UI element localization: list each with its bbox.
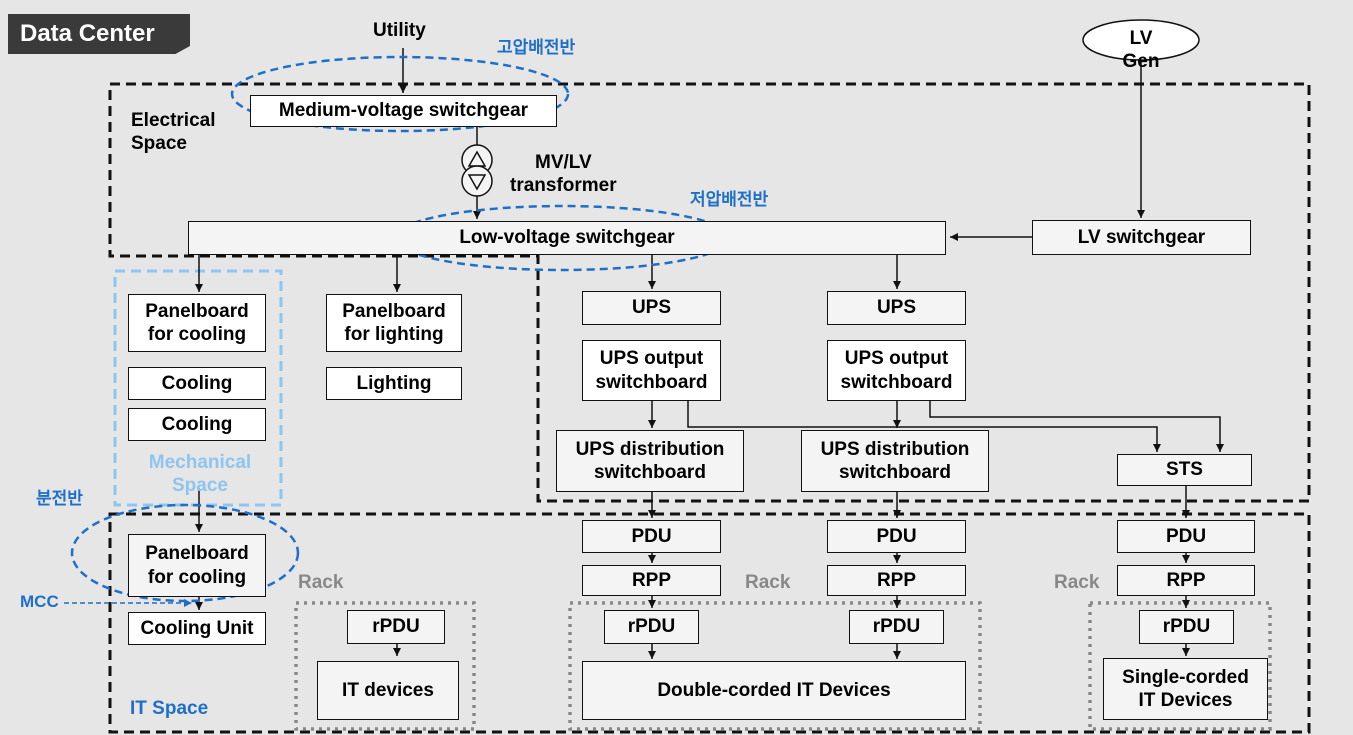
it-space-label: IT Space [130, 698, 209, 719]
panelboard-lighting-box: Panelboard for lighting [326, 294, 462, 352]
title-tab: Data Center [8, 14, 190, 54]
rpdu-box-1: rPDU [347, 610, 445, 644]
ups-box-2: UPS [827, 291, 966, 325]
rack-label-2: Rack [745, 572, 791, 593]
rack-label-1: Rack [298, 572, 344, 593]
ups-output-box-2: UPS output switchboard [827, 340, 966, 401]
sts-box: STS [1117, 454, 1252, 486]
ups-distribution-box-1: UPS distribution switchboard [556, 430, 744, 492]
panelboard-cooling-mcc-box: Panelboard for cooling [128, 534, 266, 597]
lighting-box: Lighting [326, 367, 462, 400]
electrical-space-boundary [108, 82, 1311, 503]
rpdu-box-2a: rPDU [604, 610, 699, 644]
rack-boundary-3 [1088, 601, 1272, 731]
it-devices-box: IT devices [317, 661, 459, 720]
electrical-space-label: Electrical Space [131, 110, 216, 154]
mv-switchgear-box: Medium-voltage switchgear [250, 95, 557, 127]
mcc-label: MCC [20, 592, 59, 611]
dist-board-kr-label: 분전반 [36, 489, 83, 508]
ups-distribution-box-2: UPS distribution switchboard [801, 430, 989, 492]
single-corded-box: Single-corded IT Devices [1103, 658, 1268, 720]
lv-switchgear-main-box: Low-voltage switchgear [188, 221, 946, 255]
rpp-box-2: RPP [827, 565, 966, 596]
cooling-box-1: Cooling [128, 367, 266, 400]
cooling-box-2: Cooling [128, 408, 266, 441]
panelboard-cooling-box: Panelboard for cooling [128, 294, 266, 352]
hv-board-kr-label: 고압배전반 [497, 38, 576, 57]
rpdu-box-2b: rPDU [849, 610, 944, 644]
lv-board-kr-label: 저압배전반 [690, 190, 769, 209]
lv-gen-label: LV Gen [1122, 28, 1160, 72]
double-corded-box: Double-corded IT Devices [582, 661, 966, 720]
it-space-boundary [108, 512, 1311, 734]
ups-box-1: UPS [582, 291, 721, 325]
rack-boundary-1 [294, 601, 476, 731]
rpp-box-3: RPP [1117, 565, 1255, 596]
rpdu-box-3: rPDU [1139, 610, 1234, 644]
lv-gen-shape [1082, 19, 1200, 61]
utility-label: Utility [373, 20, 426, 41]
rpp-box-1: RPP [582, 565, 721, 596]
rack-label-3: Rack [1054, 572, 1100, 593]
ups-output-box-1: UPS output switchboard [582, 340, 721, 401]
lv-switchgear-gen-box: LV switchgear [1032, 220, 1251, 255]
rack-boundary-2 [568, 601, 982, 731]
cooling-unit-box: Cooling Unit [128, 612, 266, 645]
transformer-label: MV/LV transformer [510, 152, 617, 196]
mechanical-space-label: Mechanical Space [148, 452, 252, 496]
pdu-box-3: PDU [1117, 520, 1255, 553]
dist-board-highlight [70, 503, 300, 603]
pdu-box-1: PDU [582, 520, 721, 553]
pdu-box-2: PDU [827, 520, 966, 553]
hv-board-highlight [230, 55, 570, 133]
